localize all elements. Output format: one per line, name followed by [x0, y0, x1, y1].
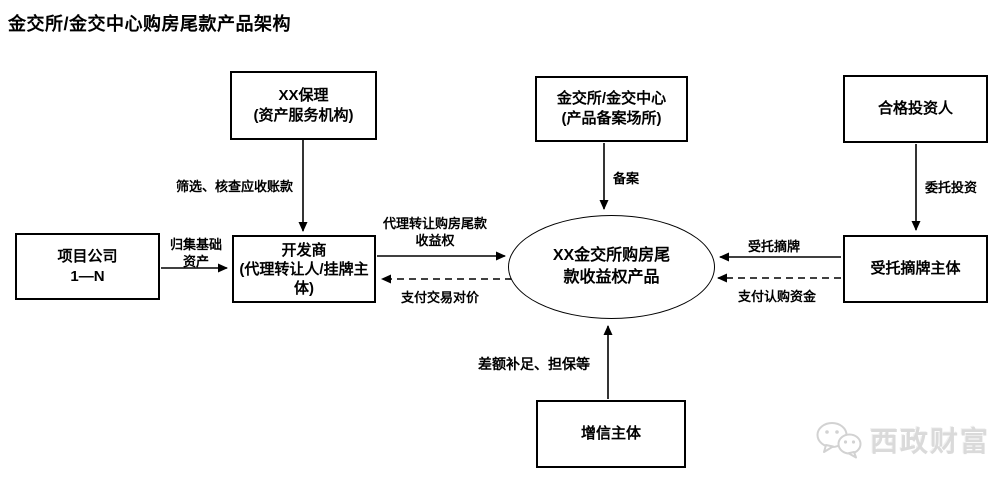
node-investor-line1: 合格投资人 — [877, 100, 953, 117]
node-project-line2: 1—N — [70, 267, 105, 285]
edge-label-collect-line2: 资产 — [182, 254, 209, 269]
edge-label-transfer-line1: 代理转让购房尾款 — [382, 216, 487, 231]
node-product-line2: 款收益权产品 — [563, 269, 660, 286]
edge-label-pay-subscription: 支付认购资金 — [738, 289, 817, 304]
edge-label-screening: 筛选、核查应收账款 — [176, 179, 294, 194]
node-exchange-line1: 金交所/金交中心 — [556, 90, 667, 107]
node-project-line1: 项目公司 — [57, 247, 118, 265]
node-investor: 合格投资人 — [843, 75, 988, 143]
edge-label-pay-price: 支付交易对价 — [400, 290, 479, 305]
node-factoring: XX保理 (资产服务机构) — [230, 71, 377, 140]
node-project: 项目公司 1—N — [15, 233, 160, 300]
node-credit-line1: 增信主体 — [580, 425, 641, 442]
watermark-text: 西政财富 — [870, 426, 991, 457]
node-exchange: 金交所/金交中心 (产品备案场所) — [535, 76, 688, 142]
node-exchange-line2: (产品备案场所) — [561, 110, 662, 127]
node-trustee: 受托摘牌主体 — [843, 235, 988, 303]
diagram-title: 金交所/金交中心购房尾款产品架构 — [8, 14, 291, 34]
node-trustee-line1: 受托摘牌主体 — [870, 260, 961, 277]
edge-label-transfer: 代理转让购房尾款 收益权 — [380, 215, 490, 249]
node-developer-line1: 开发商 — [281, 241, 327, 259]
node-credit: 增信主体 — [536, 400, 686, 468]
node-factoring-line1: XX保理 — [278, 86, 329, 104]
node-developer-line2: (代理转让人/挂牌主体) — [239, 260, 369, 297]
edge-label-credit-support: 差额补足、担保等 — [478, 356, 590, 372]
edge-label-transfer-line2: 收益权 — [415, 233, 455, 248]
node-developer: 开发商 (代理转让人/挂牌主体) — [232, 235, 376, 303]
edge-label-collect-line1: 归集基础 — [169, 237, 222, 252]
node-product: XX金交所购房尾 款收益权产品 — [508, 215, 715, 319]
watermark-logo: 西政财富 — [816, 420, 990, 460]
edge-label-delist: 受托摘牌 — [748, 239, 801, 254]
node-factoring-line2: (资产服务机构) — [253, 106, 354, 124]
edge-label-filing: 备案 — [613, 171, 640, 186]
edge-label-entrust: 委托投资 — [925, 180, 978, 195]
node-product-line1: XX金交所购房尾 — [552, 247, 671, 264]
wechat-icon — [816, 422, 862, 459]
edge-label-collect: 归集基础 资产 — [163, 236, 229, 270]
